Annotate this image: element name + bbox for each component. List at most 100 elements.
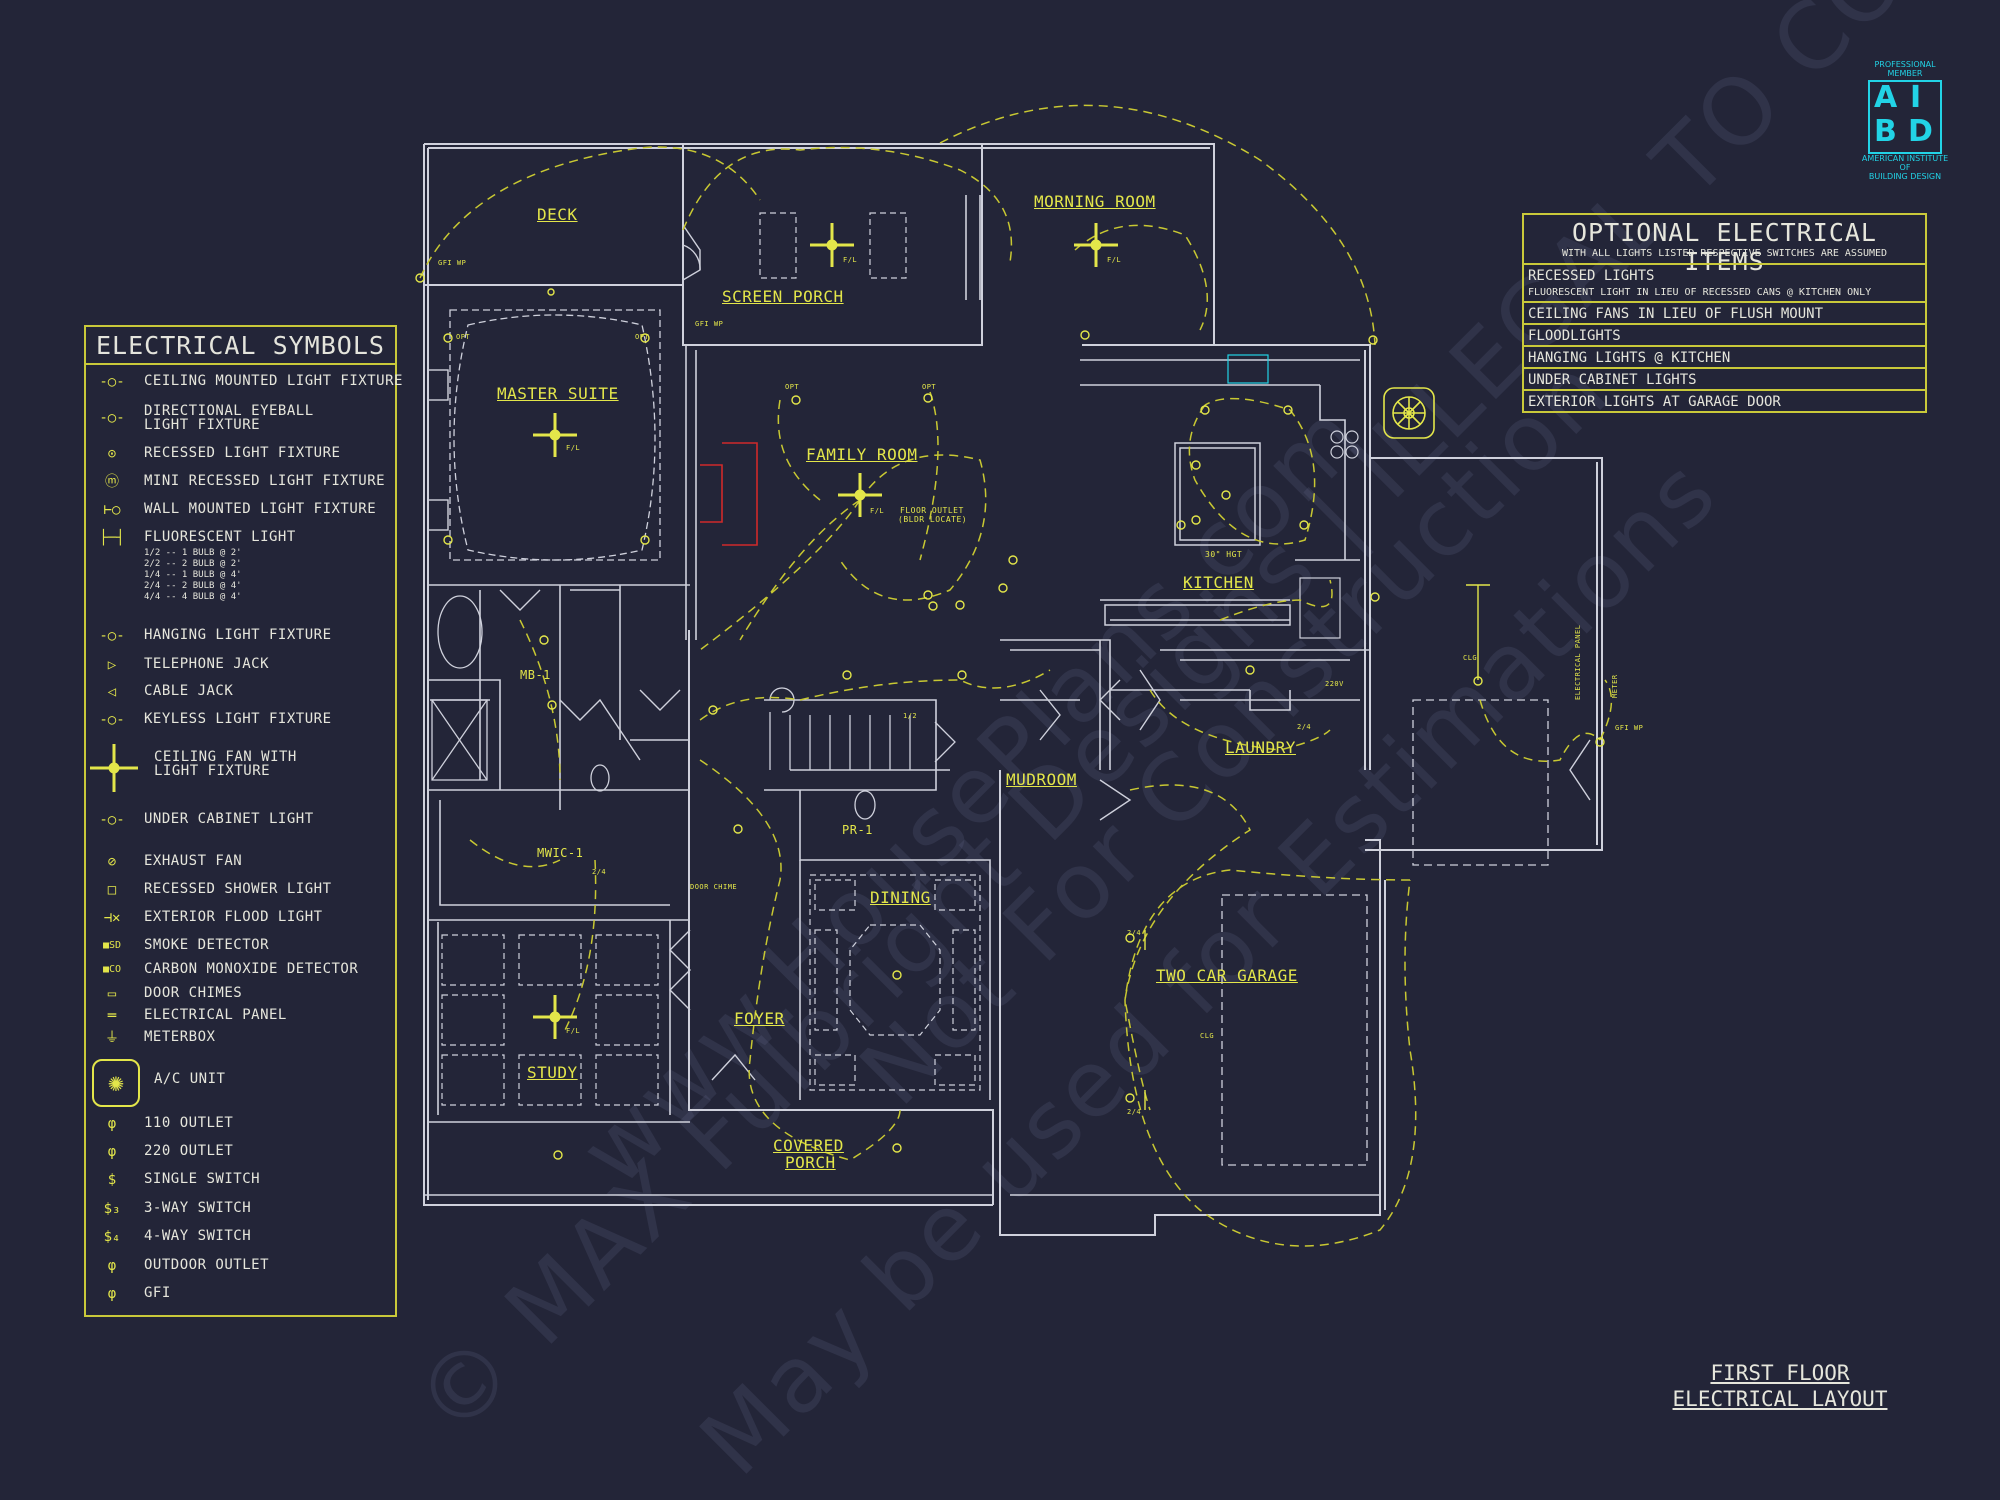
optional-title: OPTIONAL ELECTRICAL ITEMS [1572,218,1877,276]
legend-label: A/C UNIT [154,1071,226,1087]
flood-light-icon: ⊣✕ [103,910,121,926]
note-clg-bay: CLG [1463,654,1478,662]
room-label-screen-porch: SCREEN PORCH [722,287,844,306]
badge-text-bottom3: BUILDING DESIGN [1868,172,1942,181]
note-gfi-wp-porch: GFI WP [695,320,724,328]
electrical-symbols-legend: ELECTRICAL SYMBOLS -○-CEILING MOUNTED LI… [84,325,402,1317]
note-gfi-wp-garage: GFI WP [1615,724,1644,732]
room-label-deck: DECK [537,205,578,224]
legend-item: ═ ELECTRICAL PANEL [86,1005,395,1027]
kitchen-appliances [1227,354,1359,639]
room-label-family-room: FAMILY ROOM [806,445,918,464]
shower-light-icon: □ [107,882,117,898]
note-opt-2: OPT [635,333,650,341]
stair [769,687,956,770]
room-label-mb1: MB-1 [520,668,551,682]
badge-letter-d: D [1908,114,1933,149]
legend-label: CABLE JACK [144,683,234,699]
legend-label: EXTERIOR FLOOD LIGHT [144,909,323,925]
four-way-switch-icon: $₄ [103,1229,121,1245]
fireplace [700,442,758,546]
wall-light-icon: ⊢○ [103,502,121,518]
windows-and-doors [424,224,1591,1196]
legend-label: WALL MOUNTED LIGHT FIXTURE [144,501,377,517]
legend-label: CEILING FAN WITH [154,749,297,765]
keyless-light-icon: -○- [99,712,125,728]
room-label-mudroom: MUDROOM [1006,770,1077,789]
note-opt-4: OPT [922,383,937,391]
aibd-member-badge: PROFESSIONAL MEMBER A I B D AMERICAN INS… [1850,58,1960,183]
legend-divider [86,363,395,365]
optional-row: FLOODLIGHTS [1524,323,1925,347]
optional-row-label: RECESSED LIGHTS [1528,268,1655,284]
electrical-panel-icon: ═ [107,1008,117,1024]
legend-item: ⏚METERBOX [86,1027,395,1049]
legend-item: -○-KEYLESS LIGHT FIXTURE [86,709,395,731]
legend-item: ├─┤FLUORESCENT LIGHT 1/2 -- 1 BULB @ 2' … [86,527,395,602]
note-2-4-garage-1: 2/4 [1127,929,1142,937]
optional-subtitle: WITH ALL LIGHTS LISTED RESPECTIVE SWITCH… [1561,248,1888,259]
fluorescent-note: 1/4 -- 1 BULB @ 4' [144,570,242,580]
outdoor-outlet-icon: φ [107,1258,117,1274]
note-2-4-garage-2: 2/4 [1127,1108,1142,1116]
dining-panels [809,874,981,1091]
master-suite-ceiling [449,309,661,561]
sheet-title: FIRST FLOOR ELECTRICAL LAYOUT [1640,1360,1920,1412]
circuit-fixtures [415,273,1605,1160]
meterbox-icon: ⏚ [105,1030,119,1046]
legend-item: -○-HANGING LIGHT FIXTURE [86,625,395,647]
legend-label: EXHAUST FAN [144,853,243,869]
room-label-kitchen: KITCHEN [1183,573,1254,592]
note-fl-master: F/L [566,444,581,452]
room-label-covered-porch-2: PORCH [785,1153,836,1172]
master-bath [431,595,876,820]
gfi-outlet-icon: φ [107,1286,117,1302]
note-fl-study: F/L [566,1027,581,1035]
legend-item: ✺ A/C UNIT [86,1055,395,1107]
note-electrical-panel: ELECTRICAL PANEL [1574,624,1582,700]
outlet-220-icon: φ [107,1144,117,1160]
garage-outlet-marks [1144,584,1490,1110]
legend-item: ⊣✕ EXTERIOR FLOOD LIGHT [86,907,395,929]
legend-label: FLUORESCENT LIGHT [144,529,296,545]
ac-unit-icon: ✺ [92,1059,140,1107]
legend-label: RECESSED SHOWER LIGHT [144,881,332,897]
note-opt-1: OPT [456,333,471,341]
badge-letter-b: B [1874,114,1897,149]
legend-label: 3-WAY SWITCH [144,1200,252,1216]
note-fl-family: F/L [870,507,885,515]
co-detector-icon: ■CO [102,964,122,975]
ac-unit-symbol [1383,387,1435,439]
note-30-hgt: 30" HGT [1205,550,1243,559]
optional-row-label: UNDER CABINET LIGHTS [1528,372,1697,388]
badge-text-top2: MEMBER [1887,69,1923,78]
note-floor-outlet-1: FLOOR OUTLET [900,506,964,515]
room-label-morning-room: MORNING ROOM [1034,192,1156,211]
sheet-title-line-2: ELECTRICAL LAYOUT [1672,1387,1888,1411]
kitchen-island [1104,442,1291,626]
legend-item: □ RECESSED SHOWER LIGHT [86,879,395,901]
legend-item: $SINGLE SWITCH [86,1169,395,1191]
optional-row: CEILING FANS IN LIEU OF FLUSH MOUNT [1524,301,1925,325]
optional-row: UNDER CABINET LIGHTS [1524,367,1925,391]
note-opt-3: OPT [785,383,800,391]
badge-text-top1: PROFESSIONAL [1874,60,1936,69]
study-bookcases [441,934,659,1106]
legend-item: ⊙RECESSED LIGHT FIXTURE [86,443,395,465]
mini-recessed-light-icon: ⓜ [105,474,119,490]
recessed-light-icon: ⊙ [107,446,117,462]
note-fl-screen: F/L [843,256,858,264]
optional-row-label: HANGING LIGHTS @ KITCHEN [1528,350,1731,366]
legend-item: φ OUTDOOR OUTLET [86,1255,395,1277]
fluorescent-light-icon: ├─┤ [99,530,125,546]
legend-label: OUTDOOR OUTLET [144,1257,270,1273]
legend-item: ◁CABLE JACK [86,681,395,703]
legend-label: ELECTRICAL PANEL [144,1007,287,1023]
